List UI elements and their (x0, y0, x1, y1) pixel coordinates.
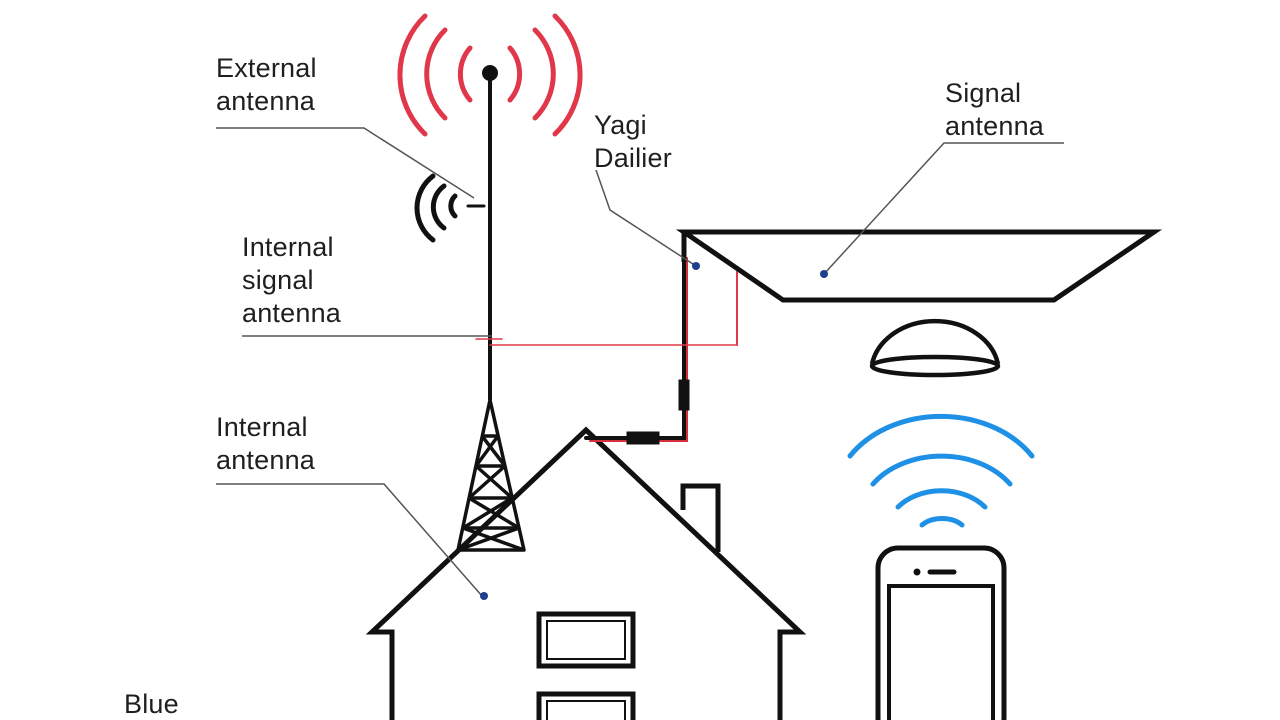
label-line: Blue (124, 689, 179, 719)
label-internal-signal-antenna: Internal signal antenna (242, 231, 341, 330)
radio-waves-icon (397, 13, 583, 137)
label-line: antenna (216, 86, 315, 116)
label-external-antenna: External antenna (216, 52, 317, 118)
label-signal-antenna: Signal antenna (945, 77, 1044, 143)
label-line: antenna (945, 111, 1044, 141)
label-line: antenna (216, 445, 315, 475)
label-line: Yagi (594, 110, 647, 140)
antenna-cable (475, 230, 738, 445)
cable-connector (626, 431, 660, 445)
pointer-external-antenna (216, 127, 475, 199)
label-line: Internal (242, 232, 334, 262)
label-blue: Blue (124, 688, 179, 720)
label-line: Internal (216, 412, 308, 442)
label-line: signal (242, 265, 314, 295)
pointer-yagi (595, 169, 697, 267)
house-window (536, 611, 636, 669)
cable-amplifier (678, 379, 690, 411)
pointer-internal-antenna (216, 483, 483, 597)
house-icon (365, 426, 807, 720)
wifi-icon (847, 413, 1035, 528)
label-line: Dailier (594, 143, 672, 173)
pointer-signal-antenna (823, 142, 1064, 275)
label-yagi-dailier: Yagi Dailier (594, 109, 672, 175)
house-door (536, 691, 636, 720)
external-antenna-mast (482, 65, 498, 400)
panel-antenna (675, 229, 1163, 303)
label-line: Signal (945, 78, 1022, 108)
label-internal-antenna: Internal antenna (216, 411, 315, 477)
label-line: External (216, 53, 317, 83)
small-waves-icon (414, 173, 486, 243)
label-line: antenna (242, 298, 341, 328)
mast-tip (482, 65, 498, 81)
smartphone-icon (875, 545, 1007, 720)
label-pointers (216, 127, 1064, 597)
lattice-tower-icon (456, 398, 526, 552)
pointer-dots (480, 262, 828, 600)
dome-antenna-icon (869, 318, 1001, 378)
